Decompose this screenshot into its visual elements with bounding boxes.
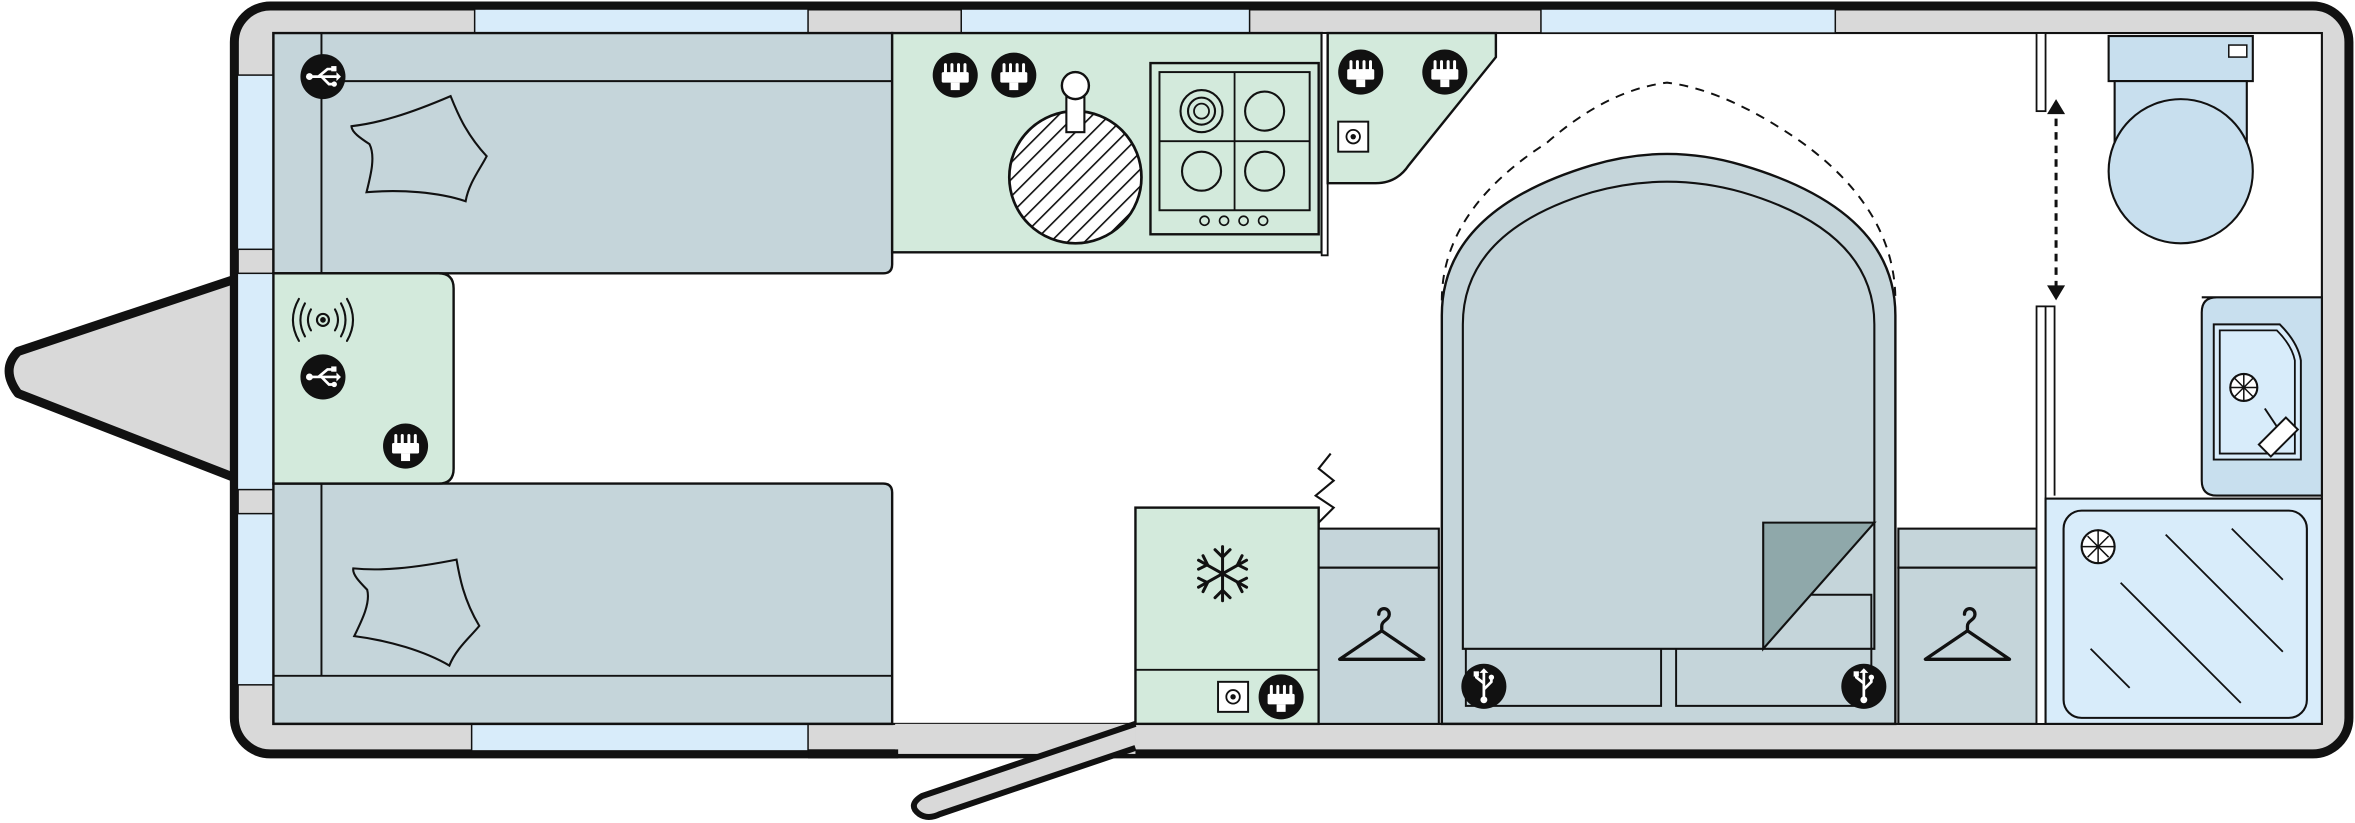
wardrobe-left	[1317, 527, 1440, 725]
toilet-icon	[2107, 34, 2254, 245]
entrance-door-icon	[808, 721, 1137, 820]
usb-icon	[299, 353, 347, 401]
a-frame-drawbar	[4, 275, 236, 482]
front-seat-bottom	[272, 482, 894, 726]
usb-icon	[1459, 662, 1508, 711]
plug-socket-icon	[989, 51, 1038, 100]
wall-break-marker	[1313, 452, 1336, 524]
plug-socket-icon	[1336, 48, 1385, 97]
plug-socket-icon	[381, 422, 430, 471]
tv-aerial-icon	[291, 297, 355, 342]
hob-icon	[1149, 61, 1320, 236]
island-bed	[1440, 81, 1897, 726]
plug-socket-icon	[1420, 48, 1469, 97]
wardrobe-right	[1897, 527, 2038, 725]
windows	[236, 8, 1837, 752]
front-seat-top	[272, 31, 894, 275]
kitchen-sink	[1007, 70, 1143, 245]
bed-extension-outline	[1440, 81, 1897, 301]
washroom-sink	[2200, 296, 2323, 497]
plug-socket-icon	[931, 51, 980, 100]
tv-socket-icon	[1217, 680, 1250, 713]
usb-icon	[1839, 662, 1888, 711]
shower-icon	[2044, 497, 2323, 725]
usb-icon	[299, 52, 347, 101]
snowflake-icon	[1197, 545, 1249, 603]
bed-corner-fold	[1762, 521, 1877, 652]
tv-socket-icon	[1337, 120, 1370, 153]
plug-socket-icon	[1257, 672, 1306, 721]
